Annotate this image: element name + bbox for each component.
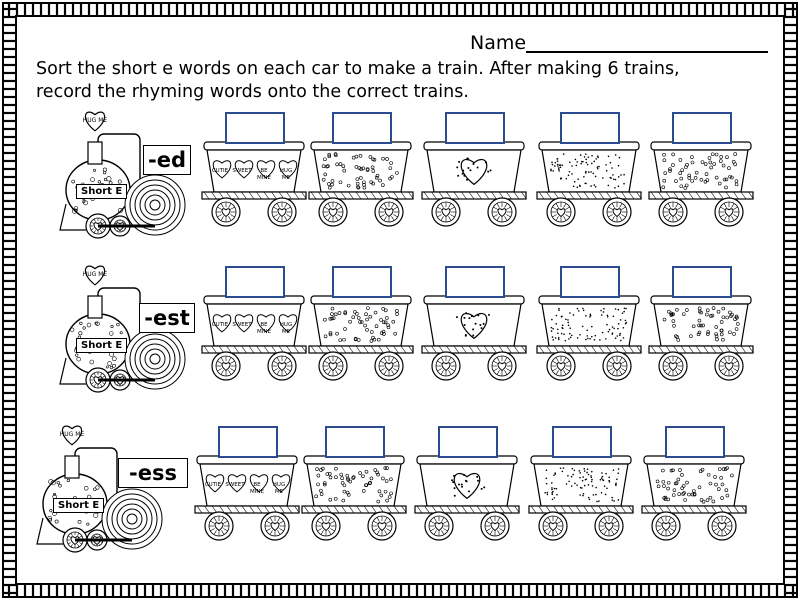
car-body [541, 303, 637, 347]
candy-heart-label: BE MINE [250, 482, 264, 495]
engine-heart-sign: HUG ME [59, 431, 85, 438]
train-car [528, 455, 634, 541]
word-box[interactable] [218, 426, 278, 458]
engine-short-e-label: Short E [76, 338, 128, 353]
candy-heart-label: BE MINE [257, 322, 271, 335]
train-1 [59, 111, 754, 239]
engine [59, 265, 186, 393]
train-car [421, 141, 527, 227]
word-box[interactable] [445, 266, 505, 298]
engine [59, 111, 186, 239]
train-car [421, 295, 527, 381]
word-box[interactable] [560, 266, 620, 298]
train-car [308, 295, 414, 381]
word-box[interactable] [445, 112, 505, 144]
train-2 [59, 265, 754, 393]
word-box[interactable] [438, 426, 498, 458]
train-car [201, 295, 307, 381]
word-box[interactable] [225, 112, 285, 144]
name-label: Name [470, 32, 527, 54]
train-car [414, 455, 520, 541]
car-body [653, 149, 749, 193]
word-box[interactable] [332, 266, 392, 298]
train-car [194, 455, 300, 541]
name-line[interactable] [526, 51, 768, 53]
candy-heart-label: HUG ME [279, 322, 293, 335]
word-box[interactable] [560, 112, 620, 144]
train-car [301, 455, 407, 541]
word-family-label: -ess [118, 458, 188, 488]
train-car [648, 141, 754, 227]
candy-heart-label: SWEET [225, 482, 245, 488]
train-car [641, 455, 747, 541]
candy-heart-label: CUTIE [211, 168, 229, 174]
engine [36, 425, 163, 553]
word-box[interactable] [325, 426, 385, 458]
engine-short-e-label: Short E [76, 184, 128, 199]
engine-heart-sign: HUG ME [82, 117, 108, 124]
train-car [536, 141, 642, 227]
car-body [313, 303, 409, 347]
candy-heart-label: HUG ME [272, 482, 286, 495]
car-body [541, 149, 637, 193]
word-family-label: -ed [143, 145, 191, 175]
train-car [201, 141, 307, 227]
train-car [536, 295, 642, 381]
word-box[interactable] [225, 266, 285, 298]
candy-heart-label: BE MINE [257, 168, 271, 181]
word-box[interactable] [552, 426, 612, 458]
candy-heart-label: SWEET [232, 322, 252, 328]
name-field[interactable]: Name [470, 30, 770, 56]
train-car [648, 295, 754, 381]
candy-heart-label: CUTIE [211, 322, 229, 328]
candy-heart-label: CUTIE [204, 482, 222, 488]
engine-heart-sign: HUG ME [82, 271, 108, 278]
car-body [313, 149, 409, 193]
candy-heart-label: HUG ME [279, 168, 293, 181]
word-box[interactable] [332, 112, 392, 144]
word-family-label: -est [139, 303, 195, 333]
word-box[interactable] [665, 426, 725, 458]
word-box[interactable] [672, 112, 732, 144]
instructions: Sort the short e words on each car to ma… [36, 59, 680, 102]
word-box[interactable] [672, 266, 732, 298]
candy-heart-label: SWEET [232, 168, 252, 174]
engine-short-e-label: Short E [53, 498, 105, 513]
train-car [308, 141, 414, 227]
train-3 [36, 425, 747, 553]
car-body [306, 463, 402, 507]
